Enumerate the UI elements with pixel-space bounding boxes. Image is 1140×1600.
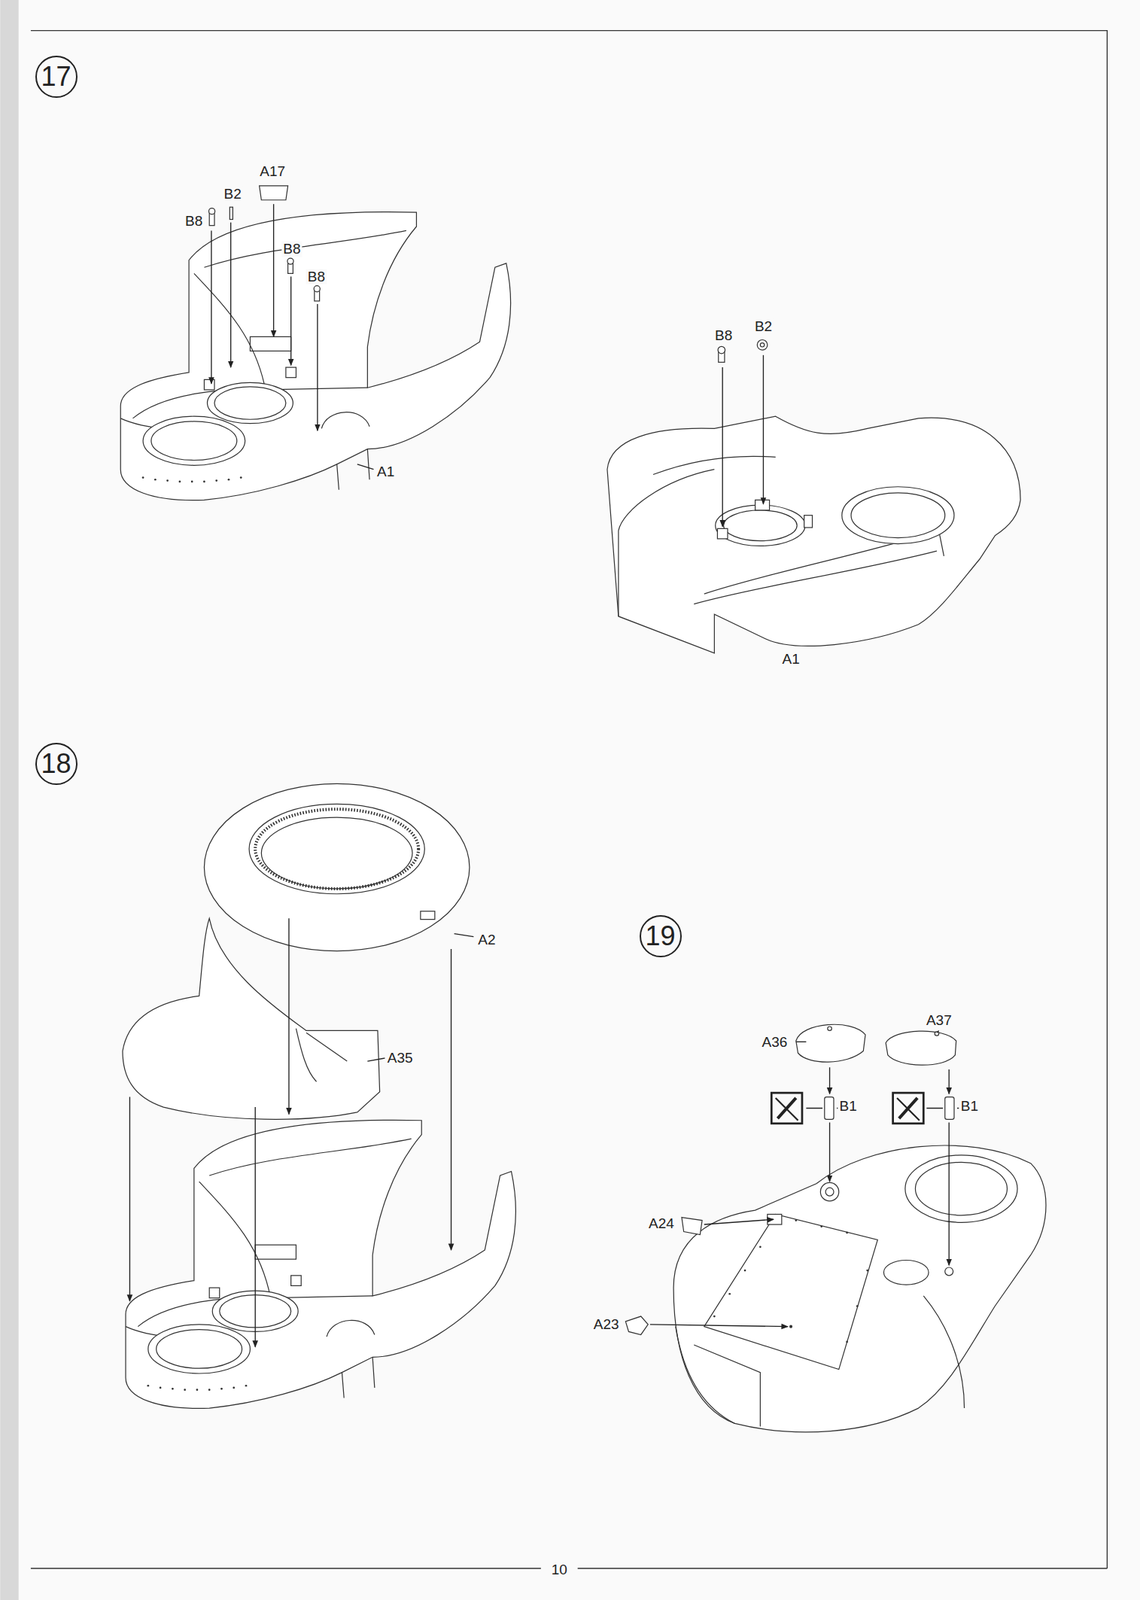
part-number: B2: [753, 319, 774, 335]
part-number: A35: [386, 1050, 415, 1067]
part-number: A1: [781, 651, 802, 668]
floor-plate: [122, 918, 380, 1119]
part-number: B8: [306, 268, 327, 285]
part-number: B1: [837, 1098, 858, 1115]
part-number: A36: [760, 1033, 790, 1050]
part-number: A2: [476, 932, 497, 949]
scan-edge: [0, 0, 19, 1600]
part-number: B8: [281, 240, 302, 257]
step-number-circle: 17: [35, 55, 78, 98]
step-number: 18: [41, 750, 72, 778]
turret-assembled: [673, 1145, 1046, 1432]
turret-body-rotated: [607, 340, 1021, 654]
page-number: 10: [550, 1562, 569, 1578]
part-number: A23: [592, 1316, 621, 1333]
step-number: 19: [645, 922, 676, 950]
leader-arrows: [722, 355, 764, 527]
leader-arrows: [650, 1030, 960, 1326]
rivets: [713, 1219, 869, 1343]
part-number: B2: [222, 185, 244, 202]
small-parts: [209, 185, 321, 301]
step-number: 17: [41, 63, 72, 91]
part-number: A24: [647, 1216, 676, 1232]
part-number: B1: [959, 1098, 980, 1115]
turret-body: [120, 212, 511, 501]
step-number-circle: 19: [639, 915, 682, 958]
turret-body: [125, 1119, 516, 1408]
step-number-circle: 18: [35, 742, 78, 785]
page-frame: [30, 30, 1107, 1569]
part-number: A37: [924, 1012, 954, 1029]
leader-arrows: [211, 203, 374, 470]
dome-covers: [625, 1024, 956, 1335]
part-number: A1: [375, 463, 396, 480]
leader-arrows: [129, 918, 474, 1347]
turret-ring-plate: [203, 783, 470, 951]
part-number: A17: [258, 163, 287, 180]
part-number: B8: [183, 213, 204, 230]
part-number: B8: [713, 328, 734, 344]
no-glue-icon: [771, 1092, 924, 1124]
